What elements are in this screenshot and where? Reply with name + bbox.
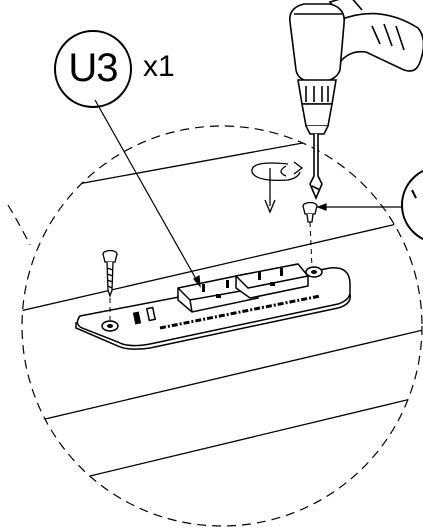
screw-icon (102, 249, 118, 299)
callout-circle (401, 169, 423, 241)
surface-edge-line (22, 391, 422, 501)
callout-leader (316, 203, 402, 211)
detail-leader (7, 204, 31, 246)
power-drill-icon (288, 0, 423, 201)
detail-circle (21, 125, 423, 527)
part-leader (94, 99, 201, 288)
down-arrow-icon (264, 168, 276, 214)
outlet-receptacle (235, 263, 309, 299)
rotate-clockwise-icon (251, 161, 304, 181)
screw-icon (302, 201, 318, 223)
surface-edge-line (22, 325, 422, 433)
power-outlet-icon (75, 263, 351, 350)
surface-edge-line (22, 126, 422, 201)
part-callout-badge: U3 (54, 30, 132, 108)
part-code-label: U3 (68, 46, 118, 90)
part-quantity-label: x1 (143, 50, 175, 83)
surface-edge-line (22, 213, 422, 319)
